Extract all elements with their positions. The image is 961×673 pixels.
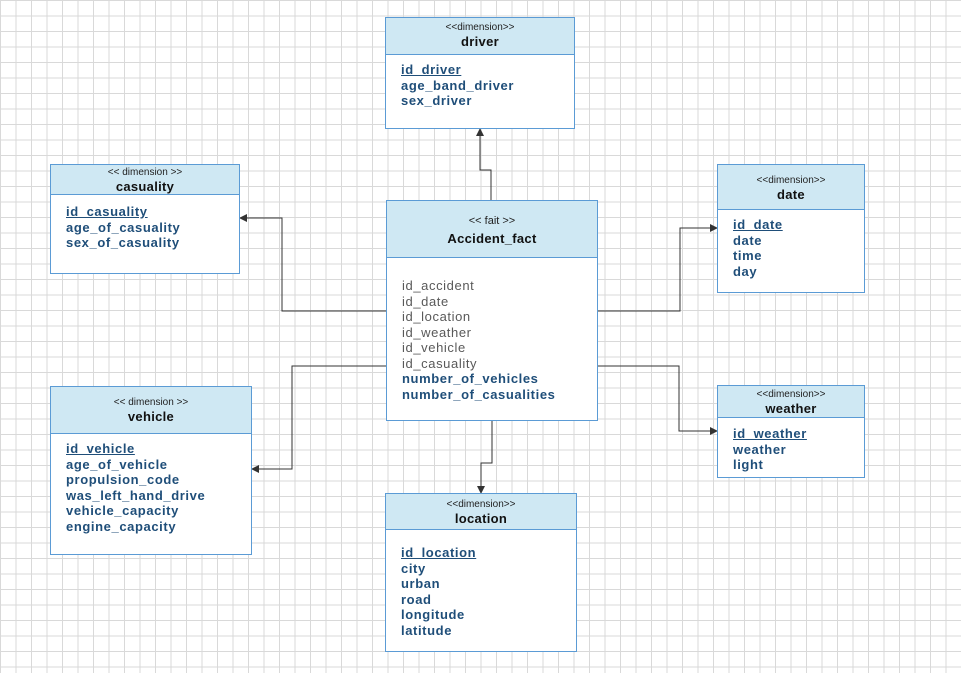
entity-header: <<dimension>> date bbox=[718, 165, 864, 210]
foreign-key: id_accident bbox=[402, 278, 475, 293]
stereotype-label: << fait >> bbox=[468, 215, 516, 227]
entity-header: <<dimension>> driver bbox=[386, 18, 574, 55]
stereotype-label: <<dimension>> bbox=[756, 389, 826, 400]
connector-location bbox=[477, 421, 493, 494]
stereotype-label: <<dimension>> bbox=[756, 175, 826, 186]
attribute: urban bbox=[401, 576, 441, 591]
primary-key: id_location bbox=[401, 545, 477, 560]
attribute: latitude bbox=[401, 622, 453, 638]
attribute: sex_of_casuality bbox=[66, 235, 180, 250]
dimension-casuality[interactable]: << dimension >> casuality id_casuality a… bbox=[50, 164, 240, 274]
attribute: engine_capacity bbox=[66, 518, 177, 534]
attribute-list: id_casuality age_of_casuality sex_of_cas… bbox=[51, 195, 239, 251]
primary-key: id_driver bbox=[401, 62, 462, 77]
entity-header: <<dimension>> location bbox=[386, 494, 576, 530]
connector-vehicle bbox=[251, 365, 386, 473]
attribute-list: id_driver age_band_driver sex_driver bbox=[386, 55, 574, 109]
attribute: longitude bbox=[401, 607, 465, 622]
entity-name: weather bbox=[765, 401, 817, 416]
fact-accident[interactable]: << fait >> Accident_fact id_accident id_… bbox=[386, 200, 598, 421]
attribute: vehicle_capacity bbox=[66, 503, 179, 518]
connector-weather bbox=[598, 365, 718, 435]
attribute-list: id_vehicle age_of_vehicle propulsion_cod… bbox=[51, 434, 251, 534]
stereotype-label: << dimension >> bbox=[107, 167, 183, 178]
attribute-list: id_date date time day bbox=[718, 210, 864, 279]
attribute: day bbox=[733, 263, 758, 279]
attribute: city bbox=[401, 560, 426, 576]
attribute: age_of_vehicle bbox=[66, 456, 168, 472]
foreign-key: id_location bbox=[402, 309, 471, 324]
attribute-list: id_accident id_date id_location id_weath… bbox=[387, 258, 597, 402]
attribute: age_of_casuality bbox=[66, 219, 181, 235]
entity-name: Accident_fact bbox=[447, 231, 537, 246]
entity-name: casuality bbox=[115, 179, 175, 194]
entity-header: << dimension >> vehicle bbox=[51, 387, 251, 434]
primary-key: id_vehicle bbox=[66, 441, 135, 456]
connector-driver bbox=[476, 128, 492, 200]
entity-header: << fait >> Accident_fact bbox=[387, 201, 597, 258]
entity-name: driver bbox=[461, 34, 499, 49]
attribute: road bbox=[401, 591, 432, 607]
entity-name: date bbox=[777, 187, 805, 202]
entity-header: <<dimension>> weather bbox=[718, 386, 864, 418]
connector-date bbox=[598, 224, 718, 312]
attribute: weather bbox=[733, 441, 787, 457]
stereotype-label: <<dimension>> bbox=[446, 499, 516, 510]
measure: number_of_vehicles bbox=[402, 371, 539, 386]
attribute-list: id_location city urban road longitude la… bbox=[386, 530, 576, 638]
primary-key: id_casuality bbox=[66, 204, 148, 219]
attribute: light bbox=[733, 457, 764, 472]
primary-key: id_date bbox=[733, 217, 783, 232]
attribute: date bbox=[733, 232, 763, 248]
dimension-date[interactable]: <<dimension>> date id_date date time day bbox=[717, 164, 865, 293]
foreign-key: id_casuality bbox=[402, 355, 478, 371]
dimension-driver[interactable]: <<dimension>> driver id_driver age_band_… bbox=[385, 17, 575, 129]
attribute: propulsion_code bbox=[66, 472, 180, 487]
dimension-location[interactable]: <<dimension>> location id_location city … bbox=[385, 493, 577, 652]
attribute: time bbox=[733, 248, 763, 263]
entity-name: vehicle bbox=[127, 409, 175, 424]
attribute: sex_driver bbox=[401, 93, 473, 108]
stereotype-label: <<dimension>> bbox=[445, 22, 515, 33]
measure: number_of_casualities bbox=[402, 386, 556, 402]
entity-name: location bbox=[454, 511, 508, 526]
attribute: was_left_hand_drive bbox=[66, 487, 206, 503]
foreign-key: id_vehicle bbox=[402, 340, 466, 355]
connector-casuality bbox=[239, 214, 386, 312]
attribute-list: id_weather weather light bbox=[718, 418, 864, 473]
attribute: age_band_driver bbox=[401, 77, 515, 93]
dimension-weather[interactable]: <<dimension>> weather id_weather weather… bbox=[717, 385, 865, 478]
dimension-vehicle[interactable]: << dimension >> vehicle id_vehicle age_o… bbox=[50, 386, 252, 555]
primary-key: id_weather bbox=[733, 426, 807, 441]
stereotype-label: << dimension >> bbox=[113, 397, 189, 408]
entity-header: << dimension >> casuality bbox=[51, 165, 239, 195]
foreign-key: id_date bbox=[402, 293, 449, 309]
foreign-key: id_weather bbox=[402, 324, 472, 340]
